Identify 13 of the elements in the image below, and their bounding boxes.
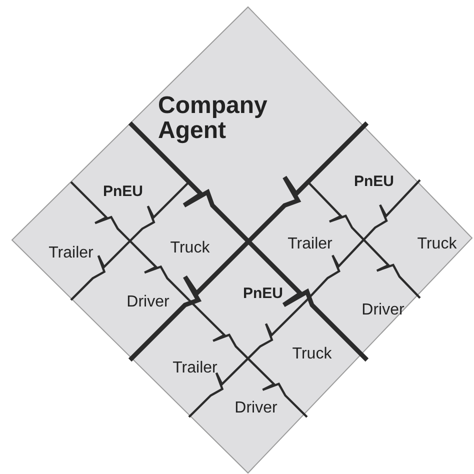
- region-label: Truck: [170, 240, 210, 258]
- region-label: Trailer: [172, 360, 218, 378]
- region-label: Driver: [362, 302, 404, 320]
- region-heading: Company Agent: [158, 92, 268, 144]
- region-heading: PnEU: [354, 174, 394, 190]
- region-label: Truck: [292, 346, 332, 364]
- region-heading: PnEU: [243, 286, 283, 302]
- region-heading: PnEU: [103, 184, 143, 200]
- region-label: Trailer: [48, 246, 94, 262]
- region-label: Trailer: [288, 236, 332, 254]
- region-label: Driver: [126, 294, 170, 312]
- region-label: Truck: [417, 236, 457, 254]
- region-label: Driver: [234, 400, 278, 418]
